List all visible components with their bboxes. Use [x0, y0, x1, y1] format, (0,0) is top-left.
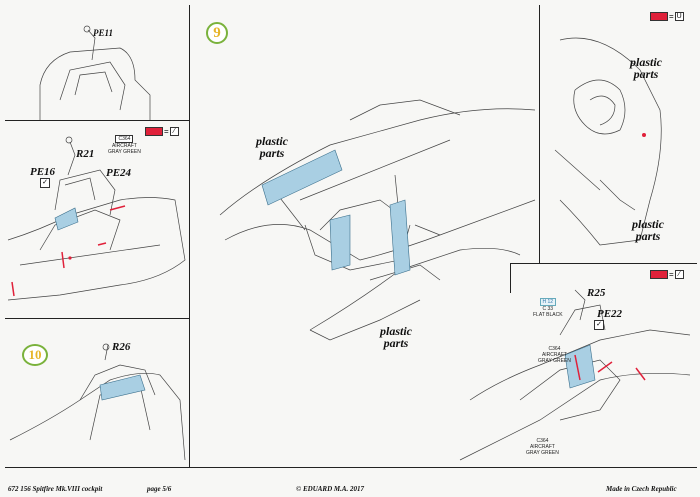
footer-copyright: © EDUARD M.A. 2017: [296, 485, 365, 493]
red-color-swatch: [650, 12, 668, 21]
footer-kit-number: 672 156 Spitfire Mk.VIII cockpit: [8, 485, 103, 493]
part-label-pe22: PE22: [597, 308, 623, 320]
paint-callout-flat-black: H 12 C 33 FLAT BLACK: [533, 298, 563, 318]
u-symbol-icon: U: [674, 12, 684, 21]
panel-divider: [5, 467, 697, 468]
part-label-pe11: PE11: [93, 28, 114, 38]
brush-icon: ⁄: [169, 127, 179, 136]
panel-divider: [5, 318, 190, 319]
panel-divider: [510, 263, 697, 264]
check-icon: ✓: [40, 178, 50, 188]
part-label-r25: R25: [587, 287, 606, 299]
red-swatch-legend: = ⁄: [145, 127, 179, 136]
panel-divider: [510, 263, 511, 293]
part-label-r21: R21: [76, 148, 95, 160]
red-swatch-legend: = U: [650, 12, 684, 21]
panel-divider: [539, 5, 540, 263]
red-swatch-legend: = ⁄: [650, 270, 684, 279]
brush-icon: ⁄: [674, 270, 684, 279]
panel-divider: [5, 120, 190, 121]
part-label-pe16: PE16: [30, 166, 56, 178]
part-label-r26: R26: [112, 341, 131, 353]
paint-callout-gray-green: C364 AIRCRAFT GRAY GREEN: [538, 346, 571, 364]
red-color-swatch: [650, 270, 668, 279]
part-label-pe24: PE24: [106, 167, 132, 179]
paint-callout-gray-green: C364 AIRCRAFT GRAY GREEN: [108, 135, 141, 155]
footer-made-in: Made in Czech Republic: [606, 485, 677, 493]
step-10-badge: 10: [22, 344, 48, 366]
paint-callout-gray-green: C364 AIRCRAFT GRAY GREEN: [526, 438, 559, 456]
footer-page-number: page 5/6: [147, 485, 172, 493]
red-color-swatch: [145, 127, 163, 136]
panel-divider: [189, 5, 190, 467]
step-9-badge: 9: [206, 22, 228, 44]
check-icon: ✓: [594, 320, 604, 330]
